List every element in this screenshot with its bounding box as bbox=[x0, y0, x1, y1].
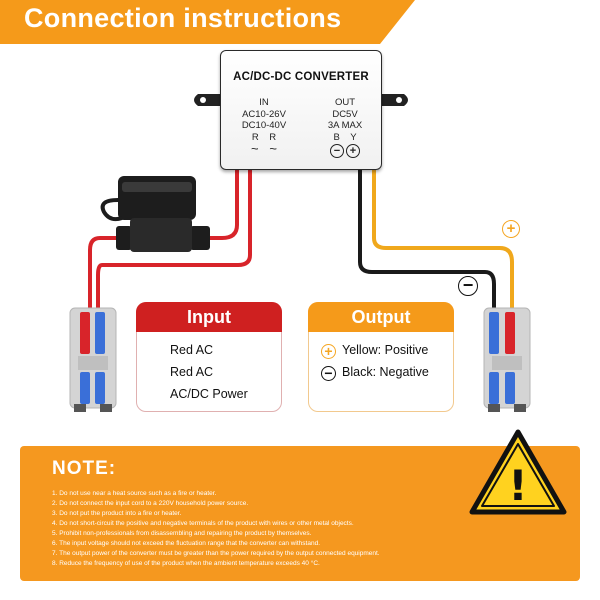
fuse-holder bbox=[100, 176, 210, 252]
input-pins: R R bbox=[251, 131, 277, 143]
red-wire-direct bbox=[96, 170, 252, 312]
converter-output-specs: OUT DC5V 3A MAX B Y −+ bbox=[317, 97, 373, 158]
page-title: Connection instructions bbox=[24, 3, 342, 33]
input-line-2: Red AC bbox=[170, 365, 214, 379]
note-item: 2. Do not connect the input cord to a 22… bbox=[52, 500, 249, 507]
output-info-box: Output + Yellow: Positive −Black: Negativ… bbox=[308, 302, 454, 412]
note-item: 8. Reduce the frequency of use of the pr… bbox=[52, 560, 320, 567]
input-line-1: Red AC bbox=[170, 343, 214, 357]
negative-wire-minus-icon: − bbox=[458, 276, 478, 296]
positive-wire-plus-icon: + bbox=[502, 220, 520, 238]
note-item: 1. Do not use near a heat source such as… bbox=[52, 490, 217, 497]
note-item: 4. Do not short-circuit the positive and… bbox=[52, 520, 354, 527]
input-wire-connector bbox=[69, 307, 117, 412]
note-item: 3. Do not put the product into a fire or… bbox=[52, 510, 182, 517]
output-current: 3A MAX bbox=[327, 120, 363, 131]
warning-icon: ! bbox=[469, 429, 567, 515]
output-box-title: Output bbox=[308, 302, 454, 332]
yellow-wire-positive bbox=[372, 170, 514, 312]
black-wire-negative bbox=[358, 170, 496, 312]
output-wire-connector bbox=[483, 307, 531, 412]
warning-exclamation: ! bbox=[508, 461, 527, 510]
converter-input-specs: IN AC10-26V DC10-40V R R ~ ~ bbox=[235, 97, 293, 155]
note-list: 1. Do not use near a heat source such as… bbox=[52, 489, 492, 569]
minus-circle-icon: − bbox=[321, 366, 336, 381]
output-positive-line: + Yellow: Positive bbox=[321, 343, 428, 359]
plus-terminal-icon: + bbox=[346, 144, 360, 158]
converter-title: AC/DC-DC CONVERTER bbox=[233, 71, 369, 83]
input-range-dc: DC10-40V bbox=[241, 120, 287, 131]
output-negative-text: Black: Negative bbox=[342, 365, 429, 379]
ac-wave-icon: ~ ~ bbox=[250, 141, 278, 156]
converter-module: AC/DC-DC CONVERTER IN AC10-26V DC10-40V … bbox=[220, 50, 382, 170]
input-box-title: Input bbox=[136, 302, 282, 332]
converter-left-mounting-tab bbox=[194, 94, 222, 106]
note-item: 6. The input voltage should not exceed t… bbox=[52, 540, 321, 547]
output-pins: B Y bbox=[333, 131, 357, 143]
note-item: 7. The output power of the converter mus… bbox=[52, 550, 380, 557]
plus-circle-icon: + bbox=[321, 344, 336, 359]
output-negative-line: −Black: Negative bbox=[321, 365, 429, 381]
note-title: NOTE: bbox=[52, 458, 117, 479]
output-voltage: DC5V bbox=[332, 108, 358, 120]
input-range-ac: AC10-26V bbox=[242, 108, 286, 120]
output-label: OUT bbox=[334, 97, 356, 108]
header-banner bbox=[0, 0, 415, 44]
input-info-box: Input Red AC Red AC AC/DC Power bbox=[136, 302, 282, 412]
input-label: IN bbox=[259, 97, 269, 108]
minus-terminal-icon: − bbox=[330, 144, 344, 158]
output-positive-text: Yellow: Positive bbox=[342, 343, 429, 357]
note-item: 5. Prohibit non-professionals from disas… bbox=[52, 530, 312, 537]
input-line-3: AC/DC Power bbox=[170, 387, 248, 401]
converter-right-mounting-tab bbox=[380, 94, 408, 106]
